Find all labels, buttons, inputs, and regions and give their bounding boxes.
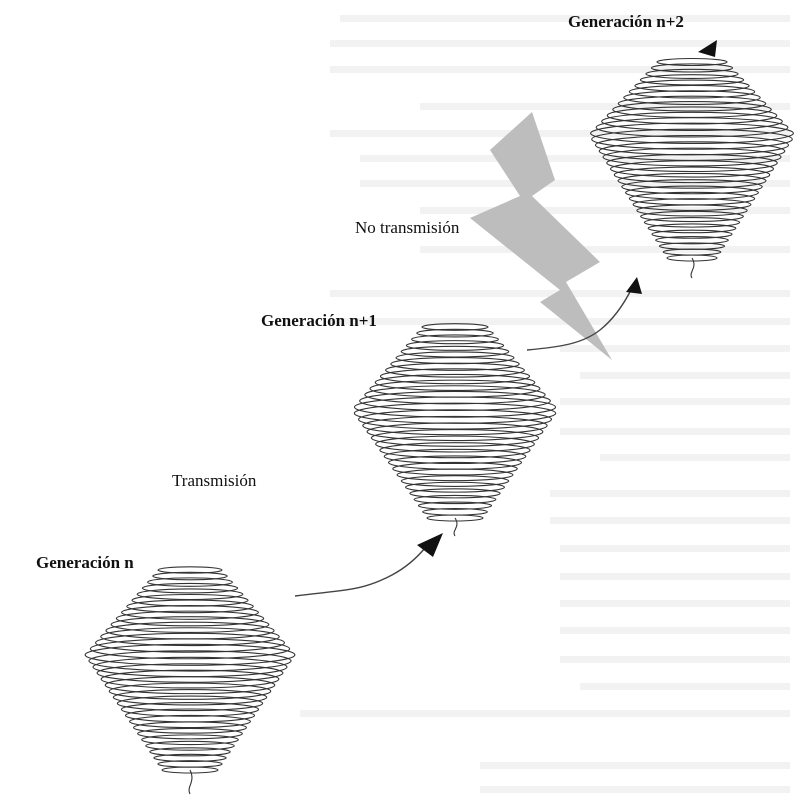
label-transmission: Transmisión xyxy=(172,471,257,490)
arrow-head-top xyxy=(698,40,717,57)
lightning-bolt-icon xyxy=(470,112,612,360)
arrow-n1-to-n2 xyxy=(526,287,633,351)
label-generation-n2: Generación n+2 xyxy=(568,12,684,31)
label-no-transmission: No transmisión xyxy=(355,218,460,237)
arrow-n-to-n1 xyxy=(294,547,426,597)
spiral-generation-n xyxy=(84,566,296,795)
spiral-generation-n1 xyxy=(353,323,557,537)
label-generation-n1: Generación n+1 xyxy=(261,311,377,330)
arrow-head-n1-to-n2 xyxy=(626,277,642,294)
arrow-head-n-to-n1 xyxy=(417,533,443,557)
label-generation-n: Generación n xyxy=(36,553,134,572)
spiral-generation-n2 xyxy=(590,57,794,279)
